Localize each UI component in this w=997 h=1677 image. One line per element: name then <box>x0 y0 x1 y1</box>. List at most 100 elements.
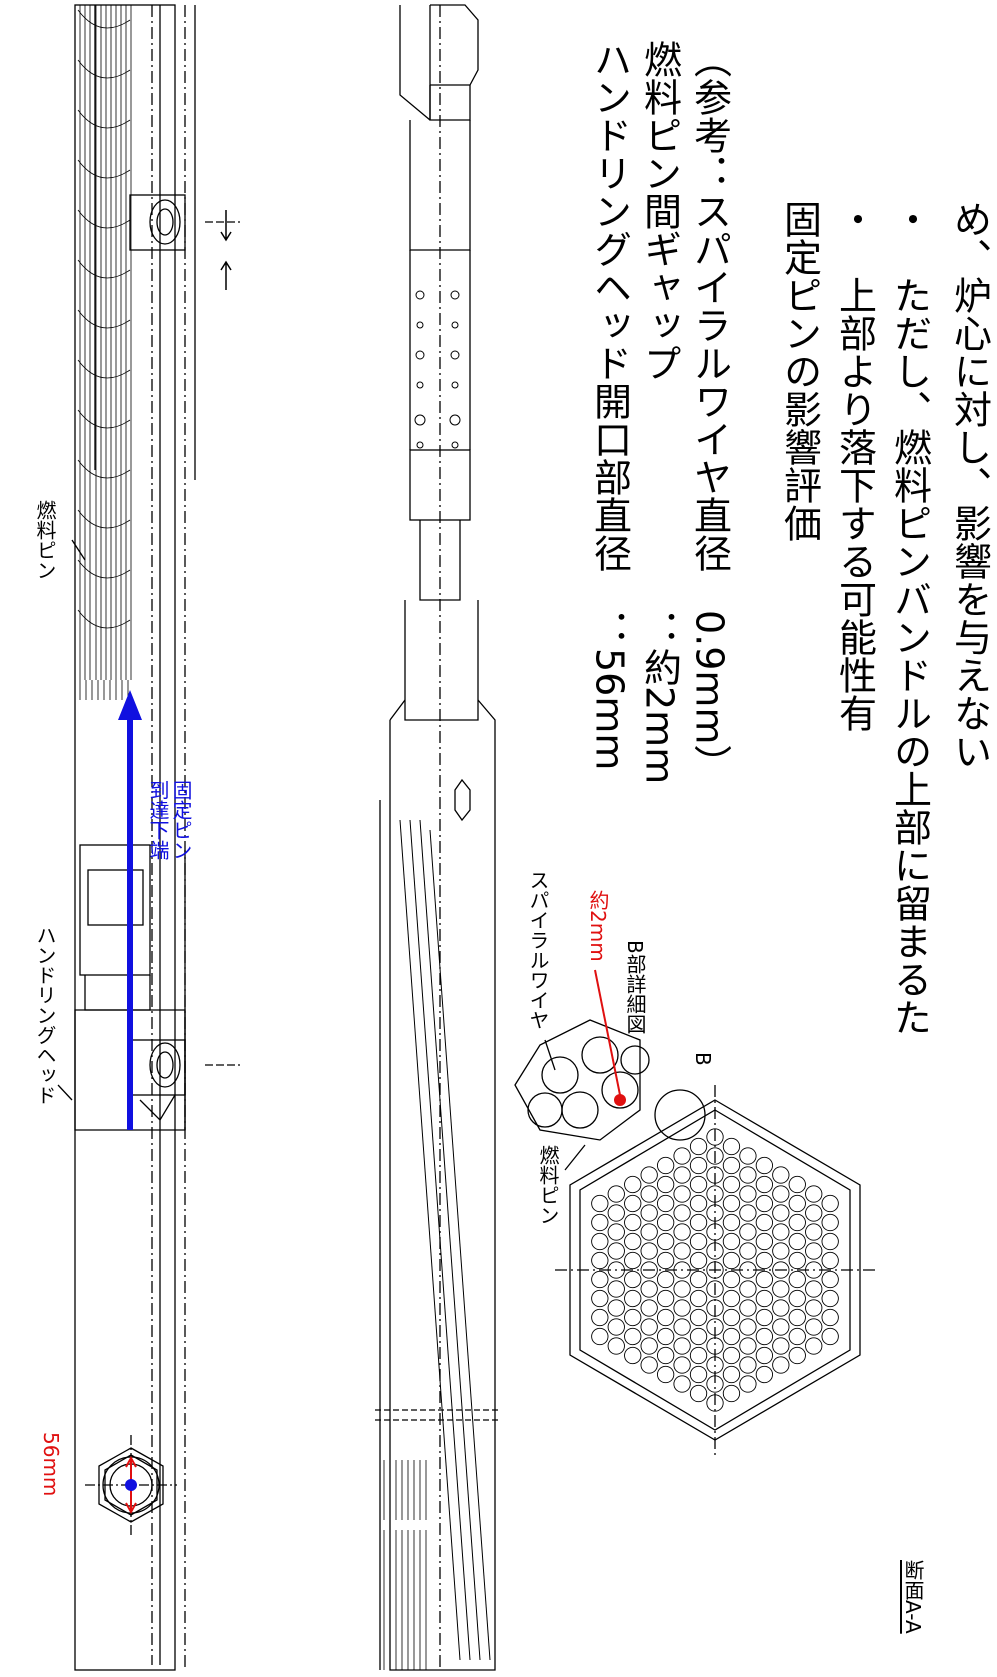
fuel-pin-circle <box>722 1156 741 1175</box>
fuel-pin-circle <box>739 1223 757 1241</box>
fuel-pin-circle <box>689 1213 708 1232</box>
fuel-pin-circle <box>689 1137 708 1156</box>
evaluation-bullet-1: ・ 上部より落下する可能性有 <box>832 200 877 732</box>
fuel-pin-circle <box>640 1242 658 1260</box>
evaluation-heading: 固定ピンの影響評価 <box>777 200 822 542</box>
fuel-pin-circle <box>706 1261 724 1279</box>
fuel-pin-circle <box>722 1194 741 1213</box>
fuel-pin-circle <box>739 1147 757 1165</box>
fuel-pin-circle <box>755 1156 774 1175</box>
subassembly-side-view <box>375 4 500 1671</box>
fuel-pin-circle <box>821 1251 839 1270</box>
fuel-pin-circle <box>821 1232 839 1251</box>
fuel-pin-circle <box>706 1223 724 1241</box>
fuel-pin-circle <box>805 1280 823 1298</box>
fuel-pin-circle <box>656 1251 675 1270</box>
fuel-pin-circle <box>805 1318 823 1336</box>
fuel-pin-circle <box>788 1289 806 1308</box>
fuel-pin-circle <box>673 1242 691 1260</box>
detail-b-mark: B <box>691 1052 715 1066</box>
fuel-pin-circle <box>755 1270 774 1289</box>
fuel-pin-circle <box>722 1270 741 1289</box>
fuel-pin-circle <box>640 1185 658 1203</box>
fixing-pin-label-2: 到達下端 <box>146 780 170 860</box>
fuel-pin-circle <box>607 1242 625 1260</box>
fuel-pin-circle <box>722 1251 741 1270</box>
dimension-56-label: 56mm <box>39 1432 63 1497</box>
fuel-pin-bundle <box>77 5 132 700</box>
fuel-pin-circle <box>607 1223 625 1241</box>
fuel-pin-circle <box>772 1166 790 1184</box>
fuel-pin-grid <box>591 1128 839 1412</box>
fuel-pin-circle <box>821 1289 839 1308</box>
fuel-pin-circle <box>591 1194 609 1213</box>
fuel-pin-circle <box>772 1356 790 1374</box>
fuel-pin-circle <box>673 1204 691 1222</box>
fuel-pin-circle <box>673 1261 691 1279</box>
fuel-pin-circle <box>640 1166 658 1184</box>
fuel-pin-circle <box>656 1270 675 1289</box>
fuel-pin-circle <box>706 1242 724 1260</box>
fuel-pin-circle <box>772 1185 790 1203</box>
fuel-pin-circle <box>656 1346 675 1365</box>
fuel-pin-circle <box>607 1299 625 1317</box>
fuel-pin-circle <box>772 1204 790 1222</box>
fuel-pin-circle <box>772 1318 790 1336</box>
fuel-pin-circle <box>689 1289 708 1308</box>
fuel-pin-circle <box>673 1280 691 1298</box>
fuel-pin-circle <box>772 1261 790 1279</box>
fuel-pin-circle <box>656 1327 675 1346</box>
fuel-pin-circle <box>821 1213 839 1232</box>
fuel-pin-circle <box>624 1232 642 1251</box>
fuel-pin-circle <box>673 1337 691 1355</box>
fuel-pin-circle <box>805 1242 823 1260</box>
fuel-pin-circle <box>607 1204 625 1222</box>
fuel-pin-circle <box>706 1337 724 1355</box>
section-aa-label: 断面A-A <box>901 1560 925 1634</box>
fuel-pin-circle <box>607 1337 625 1355</box>
fuel-pin-circle <box>772 1299 790 1317</box>
gap-2mm-label: 約2mm <box>586 890 610 962</box>
fuel-pin-circle <box>689 1232 708 1251</box>
detail-b-title: B部詳細図 <box>623 940 647 1034</box>
fuel-pin-circle <box>755 1232 774 1251</box>
fuel-pin-circle <box>640 1261 658 1279</box>
fuel-pin-circle <box>805 1185 823 1203</box>
fuel-pin-circle <box>706 1299 724 1317</box>
fuel-pin-circle <box>755 1365 774 1384</box>
fuel-pin-circle <box>805 1337 823 1355</box>
fuel-pin-circle <box>755 1289 774 1308</box>
fuel-pin-circle <box>722 1289 741 1308</box>
fuel-pin-circle <box>607 1318 625 1336</box>
fuel-pin-circle <box>706 1166 724 1184</box>
hex-center-dot <box>125 1479 137 1491</box>
fuel-pin-circle <box>739 1185 757 1203</box>
fuel-pin-circle <box>739 1318 757 1336</box>
fuel-pin-circle <box>689 1251 708 1270</box>
fuel-pin-circle <box>722 1384 741 1403</box>
section-markers <box>220 210 232 290</box>
fuel-pin-circle <box>706 1356 724 1374</box>
fuel-pin-circle <box>673 1356 691 1374</box>
fuel-pin-circle <box>656 1213 675 1232</box>
fuel-pin-circle <box>607 1280 625 1298</box>
fuel-pin-circle <box>591 1289 609 1308</box>
fuel-pin-circle <box>788 1327 806 1346</box>
fuel-pin-circle <box>624 1289 642 1308</box>
fuel-pin-circle <box>656 1289 675 1308</box>
fuel-pin-circle <box>624 1213 642 1232</box>
fuel-pin-circle <box>656 1175 675 1194</box>
fuel-pin-circle <box>706 1128 724 1146</box>
fuel-pin-circle <box>640 1318 658 1336</box>
fuel-pin-circle <box>755 1175 774 1194</box>
fuel-pin-circle <box>706 1204 724 1222</box>
fuel-pin-circle <box>656 1308 675 1327</box>
fuel-pin-circle <box>722 1175 741 1194</box>
fuel-pin-circle <box>788 1175 806 1194</box>
fuel-pin-circle <box>591 1270 609 1289</box>
fuel-pin-circle <box>805 1204 823 1222</box>
fuel-pin-circle <box>656 1365 675 1384</box>
fuel-pin-circle <box>772 1223 790 1241</box>
fuel-pin-circle <box>739 1299 757 1317</box>
